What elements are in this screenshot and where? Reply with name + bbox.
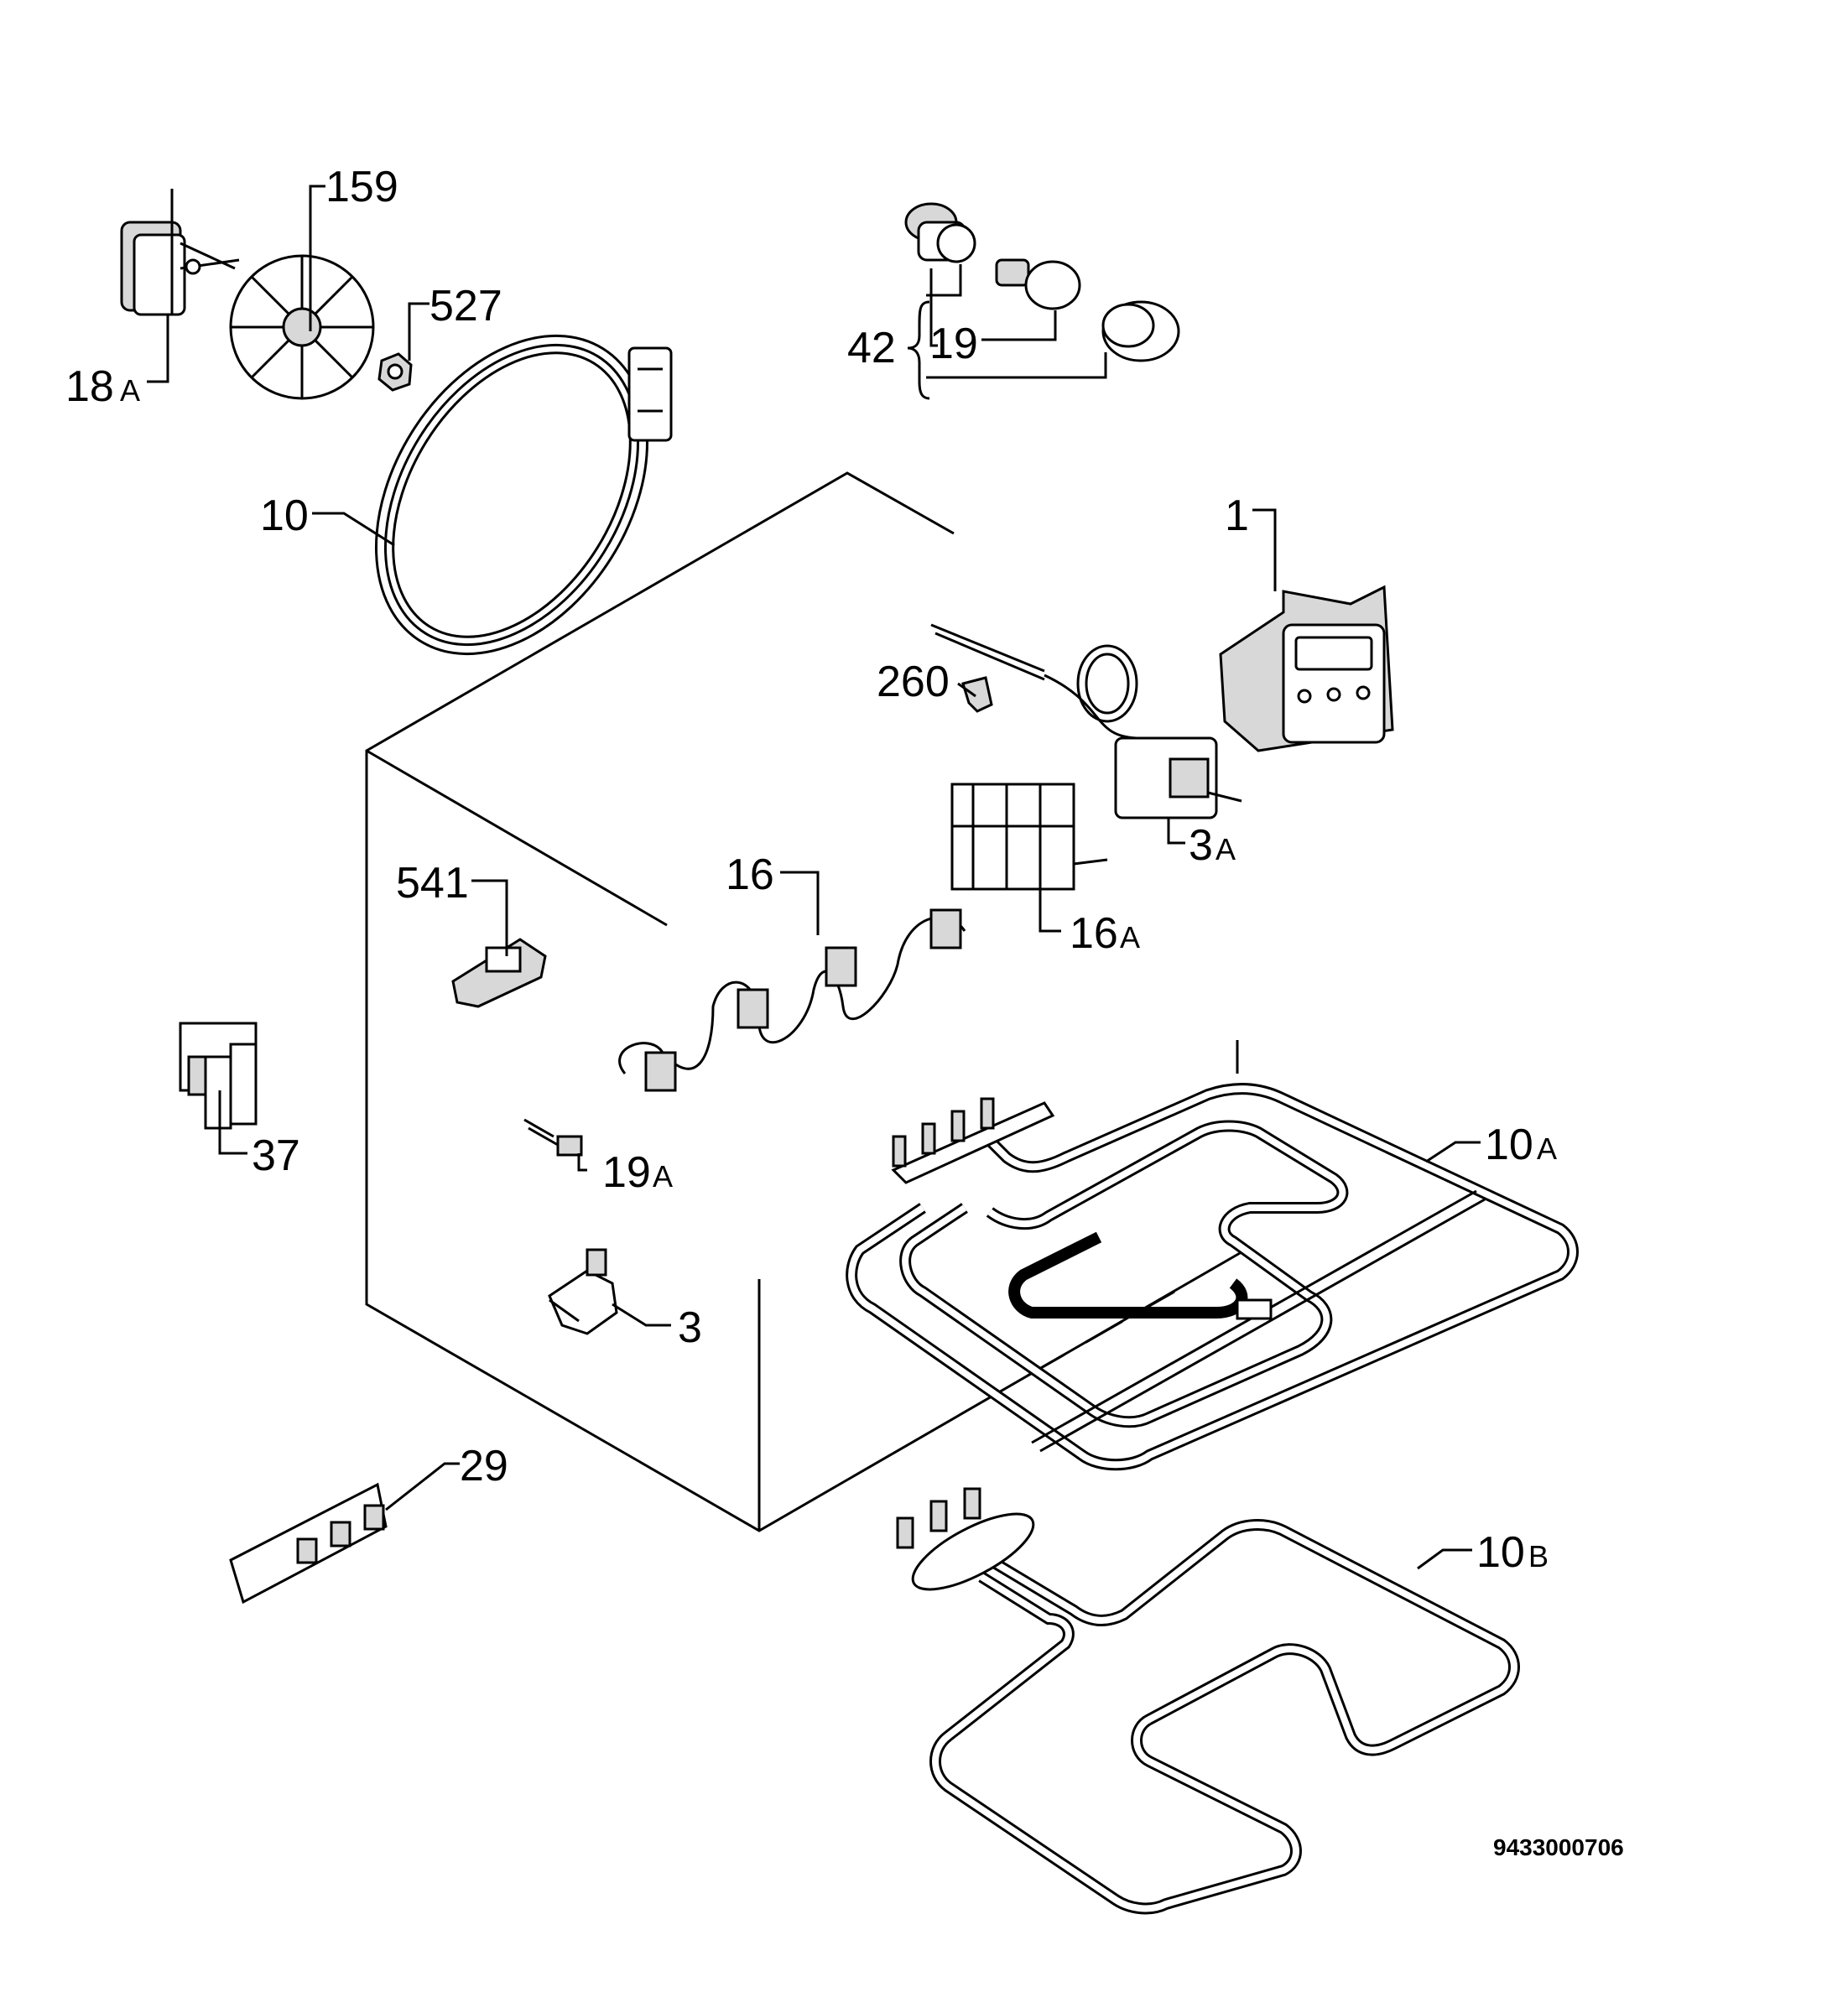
callout-10b-number: 10 xyxy=(1476,1528,1525,1577)
callout-37: 37 xyxy=(252,1131,300,1180)
oven-cabinet-outline xyxy=(365,471,1247,1532)
document-code: 9433000706 xyxy=(1493,1834,1624,1860)
callout-18a-suffix: A xyxy=(120,373,140,408)
bottom-heating-element-10b xyxy=(896,1487,1520,1915)
callout-1: 1 xyxy=(1225,492,1249,540)
thermostat-part xyxy=(930,623,1242,819)
callout-3a-number: 3 xyxy=(1189,821,1213,870)
callout-260: 260 xyxy=(877,658,950,706)
door-switch-part xyxy=(179,1022,258,1130)
callout-16a-number: 16 xyxy=(1070,909,1118,958)
fan-impeller-part xyxy=(229,254,375,400)
circular-heating-element xyxy=(374,334,673,656)
callout-159: 159 xyxy=(325,163,398,211)
callout-labels: 159 527 18 A 42 19 10 1 260 3 A 541 16 1… xyxy=(65,163,1557,1577)
callout-18a-number: 18 xyxy=(65,362,114,411)
electronic-timer-part xyxy=(1219,585,1394,752)
callout-10: 10 xyxy=(260,492,309,540)
callout-10b-suffix: B xyxy=(1528,1539,1549,1573)
oven-lamp-assembly xyxy=(904,202,1180,362)
callout-42: 42 xyxy=(847,324,896,372)
fan-nut-part xyxy=(377,352,413,392)
leader-lines xyxy=(147,185,1481,1570)
callout-16a-suffix: A xyxy=(1120,920,1140,954)
callout-10a-number: 10 xyxy=(1485,1121,1533,1169)
lamp-wire-part xyxy=(523,1118,583,1157)
connector-block-part xyxy=(451,938,547,1008)
safety-thermostat-part xyxy=(548,1248,618,1335)
clip-part xyxy=(961,676,993,713)
terminal-block-part xyxy=(229,1482,388,1605)
selector-switch-part xyxy=(950,783,1108,891)
callout-541: 541 xyxy=(396,859,469,908)
callout-19a-number: 19 xyxy=(602,1148,651,1197)
callout-10a-suffix: A xyxy=(1537,1131,1557,1166)
fan-motor-part xyxy=(120,189,240,316)
indicator-lamps-wire xyxy=(618,908,966,1092)
callout-19a-suffix: A xyxy=(653,1159,673,1194)
top-heating-element-10a xyxy=(846,1083,1579,1471)
lamp-group-brace xyxy=(907,300,930,400)
callout-16: 16 xyxy=(726,850,774,899)
callout-19: 19 xyxy=(929,320,978,368)
callout-527: 527 xyxy=(429,282,502,330)
callout-29: 29 xyxy=(460,1442,508,1490)
callout-3: 3 xyxy=(678,1303,702,1352)
callout-3a-suffix: A xyxy=(1216,832,1236,866)
